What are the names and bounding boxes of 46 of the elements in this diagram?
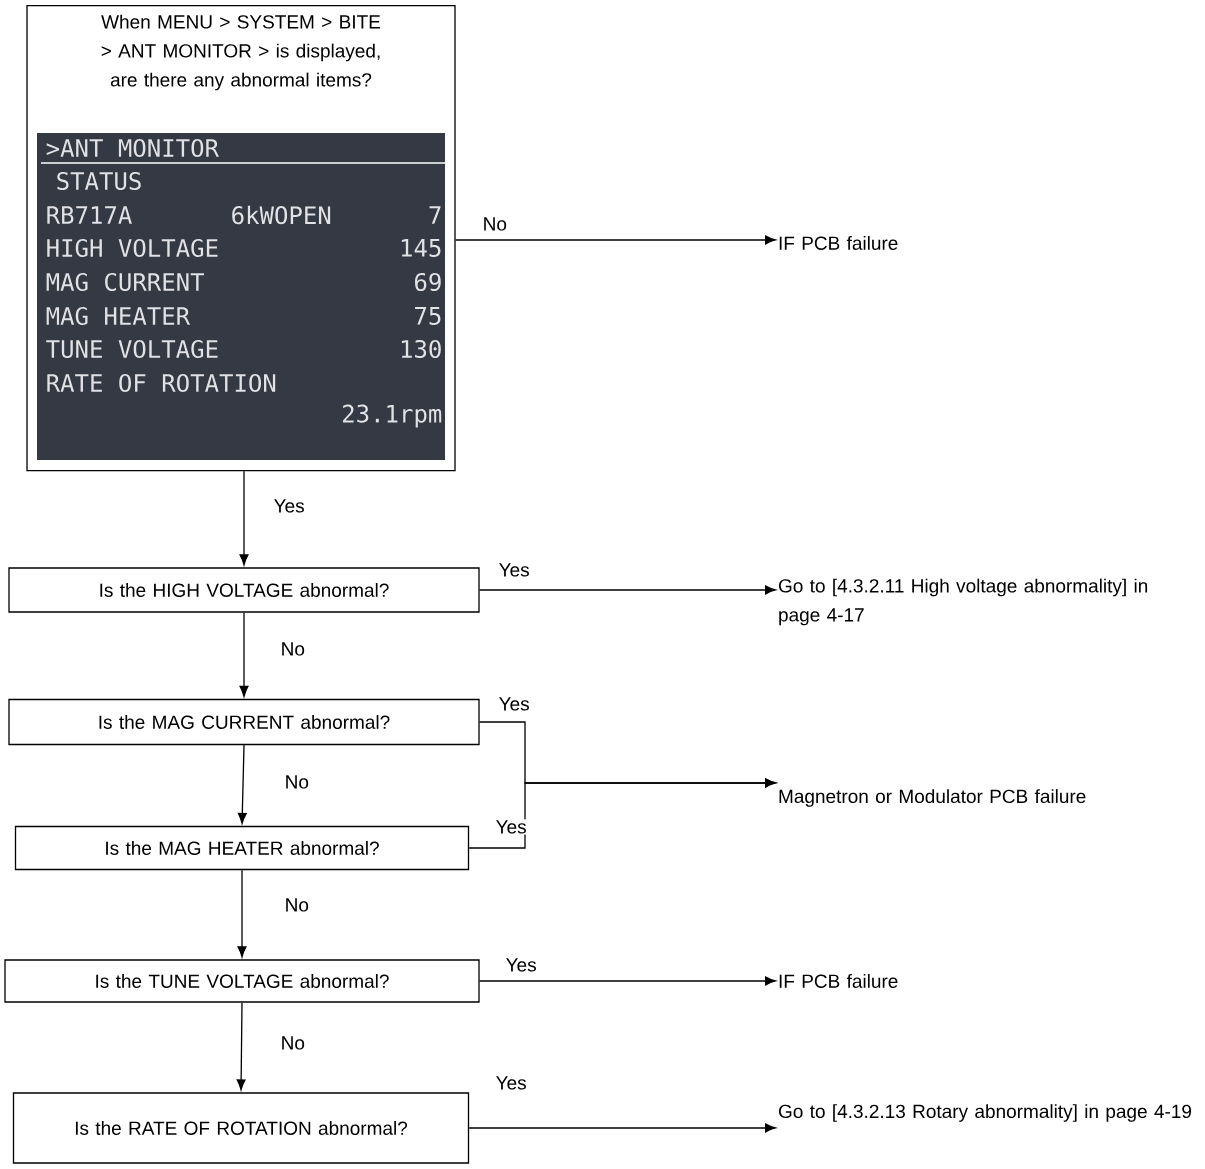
- arrow: [237, 869, 247, 958]
- decision-box: Is the MAG CURRENT abnormal?: [8, 698, 480, 746]
- screen-text: MAG HEATER: [46, 306, 191, 326]
- screen-text: STATUS: [57, 171, 141, 191]
- decision-box: Is the TUNE VOLTAGE abnormal?: [4, 959, 480, 1003]
- edge-label: Yes: [497, 696, 531, 712]
- screen-text: 75: [415, 307, 441, 325]
- arrow: [468, 1123, 777, 1133]
- result-text: Go to [4.3.2.11 High voltage abnormality] in page 4-17: [778, 578, 1148, 626]
- decision-box: Is the RATE OF ROTATION abnormal?: [12, 1092, 470, 1164]
- result-text: Magnetron or Modulator PCB failure: [779, 789, 1086, 807]
- arrow: [468, 778, 777, 849]
- screen-text: RATE OF ROTATION: [47, 373, 276, 393]
- result-text: IF PCB failure: [779, 236, 898, 250]
- edge-label: No: [283, 897, 310, 913]
- arrow: [236, 1002, 246, 1091]
- screen-text: 6kWOPEN: [232, 205, 331, 225]
- edge-label: Yes: [497, 562, 531, 578]
- arrow: [239, 612, 249, 697]
- screen-text: MAG CURRENT: [46, 272, 205, 292]
- decision-box: Is the HIGH VOLTAGE abnormal?: [8, 567, 480, 613]
- screen-text: HIGH VOLTAGE: [47, 238, 218, 258]
- arrow: [479, 976, 777, 986]
- result-text: IF PCB failure: [779, 974, 898, 988]
- edge-label: Yes: [494, 819, 528, 835]
- screen-text: 23.1rpm: [343, 404, 442, 428]
- edge-label: No: [481, 216, 508, 232]
- screen-text: >ANT MONITOR: [46, 138, 220, 158]
- arrow: [479, 585, 777, 595]
- edge-label: No: [279, 641, 306, 657]
- edge-label: Yes: [494, 1075, 528, 1091]
- screen-text: TUNE VOLTAGE: [46, 339, 218, 359]
- screen-text: 145: [401, 239, 441, 257]
- edge-label: Yes: [272, 498, 306, 514]
- edge-label: No: [283, 774, 310, 790]
- screen-text: 7: [429, 206, 441, 224]
- screen-text: 130: [401, 339, 441, 359]
- screen-text: 69: [415, 272, 441, 292]
- arrow: [455, 235, 777, 245]
- arrow: [237, 744, 247, 824]
- screen-text: RB717A: [47, 206, 132, 224]
- result-text: Go to [4.3.2.13 Rotary abnormality] in page 4-19: [778, 1104, 1192, 1122]
- arrow: [239, 470, 249, 566]
- edge-label: No: [279, 1035, 306, 1051]
- edge-label: Yes: [504, 957, 538, 973]
- decision-box: Is the MAG HEATER abnormal?: [14, 825, 470, 871]
